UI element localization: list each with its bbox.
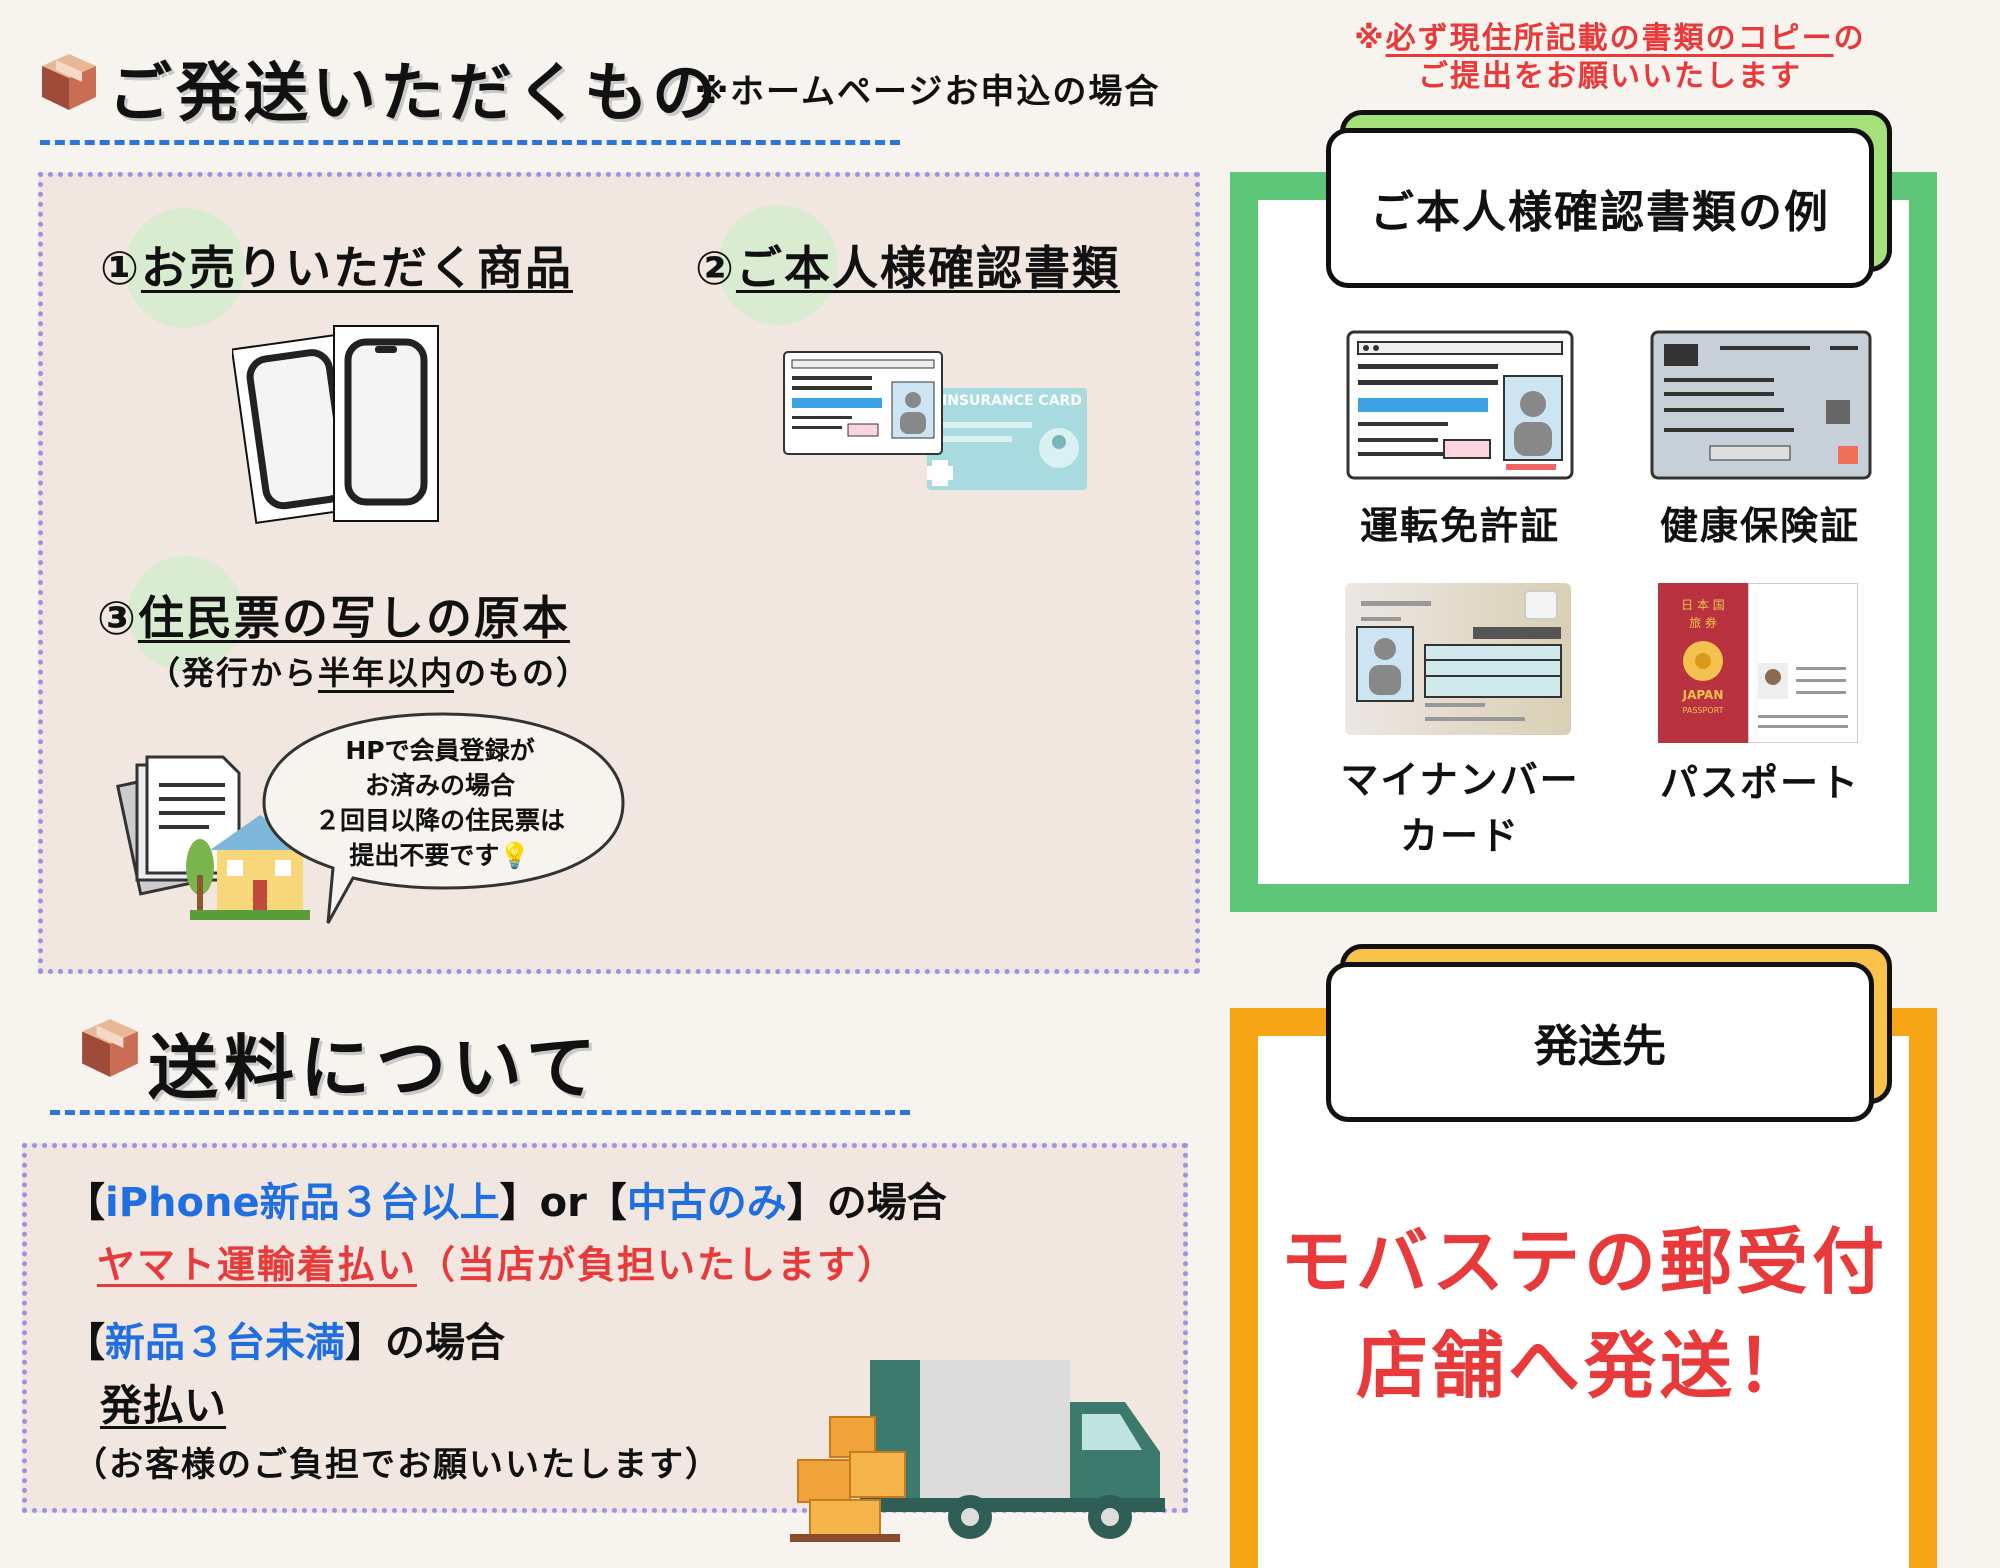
shipping-case2-note: （お客様のご負担でお願いいたします） [73, 1445, 721, 1485]
id-panel-title: ご本人様確認書類の例 [1326, 128, 1874, 288]
drivers-license-image [1346, 330, 1574, 484]
page-title: ご発送いただくもの [108, 57, 720, 131]
card-label-health-insurance: 健康保険証 [1659, 504, 1860, 548]
speech-bubble [258, 708, 628, 932]
destination-title: 発送先 [1326, 962, 1874, 1122]
shipping-case1-method: ヤマト運輸着払い（当店が負担いたします） [97, 1243, 898, 1287]
delivery-truck-image [790, 1352, 1180, 1546]
passport-travel-text: 旅 券 [1689, 615, 1717, 630]
shipping-title: 送料について [148, 1027, 602, 1109]
id-cards-image: INSURANCE CARD [782, 350, 1092, 499]
number-highlight [125, 208, 245, 328]
number-highlight [128, 556, 243, 671]
passport-country-text: 日 本 国 [1681, 598, 1725, 612]
title-divider [40, 140, 900, 145]
passport-label-text: PASSPORT [1683, 706, 1724, 715]
item1-heading: ①お売りいただく商品 [100, 241, 573, 295]
destination-text: モバステの郵受付 店舗へ発送！ [1279, 1220, 1888, 1408]
passport-image: 日 本 国 旅 券 JAPAN PASSPORT [1658, 582, 1859, 747]
item2-heading: ②ご本人様確認書類 [695, 241, 1120, 295]
number-highlight [718, 205, 838, 325]
smartphone-image [230, 322, 452, 536]
box-icon [78, 1015, 142, 1083]
bubble-text: HPで会員登録が お済みの場合 ２回目以降の住民票は 提出不要です💡 [314, 736, 565, 870]
insurance-card-text: INSURANCE CARD [942, 393, 1082, 409]
box-icon [38, 50, 100, 116]
shipping-case2-method: 発払い [100, 1381, 227, 1430]
my-number-card-image [1345, 583, 1571, 739]
documents-house-image [115, 755, 315, 929]
shipping-case2: 【新品３台未満】の場合 [65, 1320, 505, 1366]
shipping-case1: 【iPhone新品３台以上】or【中古のみ】の場合 [65, 1180, 947, 1226]
item3-note: （発行から半年以内のもの） [148, 654, 591, 692]
card-label-my-number: マイナンバー カード [1340, 758, 1580, 858]
card-label-drivers-license: 運転免許証 [1359, 504, 1560, 548]
card-label-passport: パスポート [1659, 761, 1860, 805]
notice-text: ※必ず現住所記載の書類のコピーの ご提出をお願いいたします [1354, 21, 1866, 94]
shipping-divider [50, 1110, 910, 1115]
item3-heading: ③住民票の写しの原本 [97, 591, 570, 645]
page-subtitle: ※ホームページお申込の場合 [695, 72, 1161, 112]
health-insurance-image [1650, 330, 1872, 484]
passport-japan-text: JAPAN [1682, 688, 1724, 702]
